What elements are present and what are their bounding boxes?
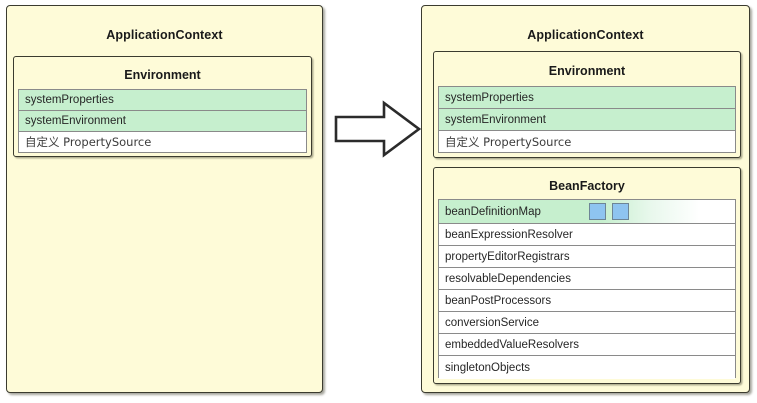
- row-label: resolvableDependencies: [445, 272, 571, 285]
- bean-factory-row[interactable]: conversionService: [439, 312, 735, 334]
- right-environment-title: Environment: [548, 64, 626, 78]
- bean-factory-row[interactable]: singletonObjects: [439, 356, 735, 379]
- row-label: embeddedValueResolvers: [445, 338, 580, 351]
- right-environment-row[interactable]: systemEnvironment: [439, 109, 735, 131]
- bean-factory-row-list: beanDefinitionMap beanExpressionResolver…: [438, 199, 736, 379]
- bean-factory-row[interactable]: beanExpressionResolver: [439, 224, 735, 246]
- bean-definition-marker-icon: [589, 203, 606, 220]
- right-application-context-panel: ApplicationContext Environment systemPro…: [421, 5, 750, 393]
- row-label: conversionService: [445, 316, 539, 329]
- row-label: systemProperties: [445, 91, 534, 104]
- right-environment-row-list: systemProperties systemEnvironment 自定义 P…: [438, 86, 736, 153]
- right-environment-row[interactable]: 自定义 PropertySource: [439, 131, 735, 152]
- bean-factory-title: BeanFactory: [549, 179, 625, 193]
- right-application-context-title: ApplicationContext: [527, 28, 644, 42]
- row-label: beanDefinitionMap: [445, 205, 541, 218]
- bean-definition-marker-icon: [612, 203, 629, 220]
- bean-factory-row[interactable]: embeddedValueResolvers: [439, 334, 735, 356]
- left-environment-row-list: systemProperties systemEnvironment 自定义 P…: [18, 89, 307, 153]
- bean-factory-row[interactable]: beanPostProcessors: [439, 290, 735, 312]
- row-label: systemEnvironment: [25, 115, 126, 127]
- right-environment-row[interactable]: systemProperties: [439, 87, 735, 109]
- row-label: 自定义 PropertySource: [445, 134, 572, 149]
- row-label: systemProperties: [25, 94, 114, 106]
- right-block-arrow-icon: [334, 100, 422, 158]
- left-environment-row[interactable]: 自定义 PropertySource: [19, 132, 306, 152]
- left-environment-row[interactable]: systemEnvironment: [19, 111, 306, 132]
- left-environment-box: Environment systemProperties systemEnvir…: [13, 56, 312, 157]
- row-label: singletonObjects: [445, 361, 531, 374]
- row-label: systemEnvironment: [445, 113, 546, 126]
- row-label: beanPostProcessors: [445, 294, 552, 307]
- bean-factory-box: BeanFactory beanDefinitionMap beanExpres…: [433, 167, 741, 384]
- bean-factory-row[interactable]: beanDefinitionMap: [439, 200, 735, 224]
- transition-arrow: [334, 100, 422, 158]
- bean-factory-row[interactable]: resolvableDependencies: [439, 268, 735, 290]
- left-environment-row[interactable]: systemProperties: [19, 90, 306, 111]
- left-application-context-panel: ApplicationContext Environment systemPro…: [6, 5, 323, 393]
- right-environment-box: Environment systemProperties systemEnvir…: [433, 51, 741, 158]
- left-environment-title: Environment: [124, 68, 201, 82]
- row-label: propertyEditorRegistrars: [445, 250, 570, 263]
- bean-factory-row[interactable]: propertyEditorRegistrars: [439, 246, 735, 268]
- row-label: 自定义 PropertySource: [25, 135, 152, 149]
- row-label: beanExpressionResolver: [445, 228, 573, 241]
- left-application-context-title: ApplicationContext: [106, 28, 223, 42]
